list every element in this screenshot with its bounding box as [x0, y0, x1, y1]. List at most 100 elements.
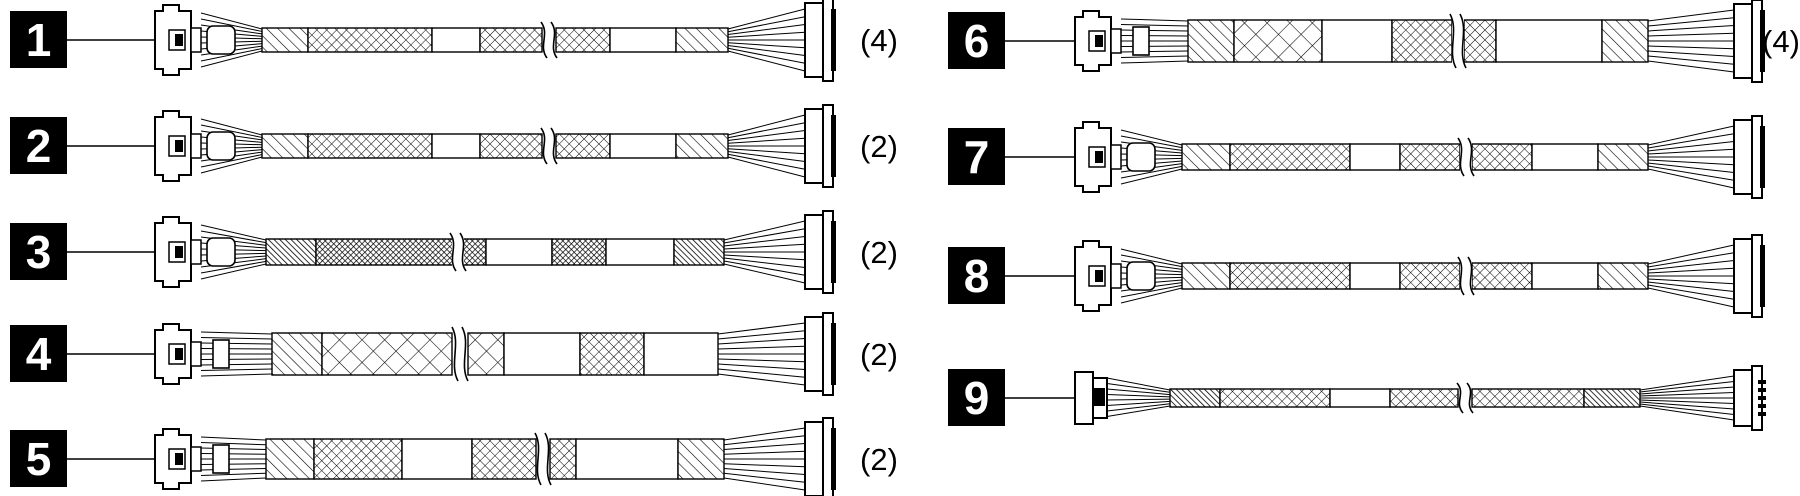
sleeve-segment-5	[1463, 19, 1497, 63]
callout-box	[10, 11, 67, 68]
quantity-label: (2)	[860, 235, 898, 270]
sleeve-segment-2	[321, 332, 453, 376]
sleeve-segment-6	[609, 27, 677, 53]
sleeve-segment-6	[605, 238, 675, 266]
sleeve-segment-3	[1349, 143, 1401, 171]
callout-number: 6	[964, 15, 990, 67]
cable-sleeve	[265, 438, 725, 480]
callout-number: 1	[26, 14, 52, 66]
break-mark	[1457, 256, 1475, 296]
sleeve-segment-5	[1471, 388, 1585, 408]
cable-3: 3 (2)	[10, 210, 898, 294]
break-mark	[1457, 137, 1475, 177]
left-connector	[1074, 371, 1171, 425]
sleeve-segment-3	[431, 133, 481, 159]
cable-sleeve	[271, 332, 719, 376]
right-connector	[1647, 0, 1765, 83]
callout-number: 7	[964, 131, 990, 183]
sleeve-segment-4	[1391, 19, 1453, 63]
sleeve-segment-4	[1399, 143, 1461, 171]
callout-box	[948, 369, 1005, 426]
quantity-label: (4)	[860, 23, 898, 58]
right-connector	[717, 312, 836, 396]
sleeve-segment-3	[461, 238, 487, 266]
left-connector	[154, 4, 263, 76]
sleeve-segment-1	[265, 238, 317, 266]
sleeve-segment-2	[1229, 262, 1351, 290]
quantity-label: (2)	[860, 129, 898, 164]
callout-number: 5	[26, 433, 52, 485]
break-mark	[451, 326, 469, 382]
sleeve-segment-1	[1181, 262, 1231, 290]
sleeve-segment-2	[1233, 19, 1323, 63]
callout-box	[10, 223, 67, 280]
callout-box	[948, 12, 1005, 69]
cable-sleeve	[265, 238, 725, 266]
sleeve-segment-5	[1471, 143, 1533, 171]
cable-sleeve	[1181, 143, 1649, 171]
sleeve-segment-4	[1389, 388, 1459, 408]
sleeve-segment-4	[485, 238, 553, 266]
sleeve-segment-4	[1399, 262, 1461, 290]
right-connector	[1647, 115, 1765, 199]
break-mark	[540, 127, 558, 165]
right-connector	[1647, 234, 1765, 318]
sleeve-segment-6	[1583, 388, 1641, 408]
callout-number: 3	[26, 226, 52, 278]
quantity-label: (2)	[860, 337, 898, 372]
sleeve-segment-2	[307, 27, 433, 53]
break-mark	[1456, 382, 1474, 414]
sleeve-segment-4	[503, 332, 581, 376]
sleeve-segment-5	[1471, 262, 1533, 290]
right-connector	[1639, 365, 1766, 431]
right-connector	[727, 104, 836, 188]
sleeve-segment-3	[1329, 388, 1391, 408]
left-connector	[1074, 240, 1183, 312]
sleeve-segment-7	[673, 238, 725, 266]
sleeve-segment-4	[479, 133, 543, 159]
sleeve-segment-7	[1601, 19, 1649, 63]
sleeve-segment-3	[1321, 19, 1393, 63]
cable-sleeve	[261, 133, 729, 159]
callout-box	[948, 128, 1005, 185]
left-connector	[1074, 121, 1183, 193]
sleeve-segment-2	[315, 238, 455, 266]
sleeve-segment-6	[609, 133, 677, 159]
cable-sleeve	[1187, 19, 1649, 63]
callout-box	[10, 117, 67, 174]
quantity-label: (2)	[860, 442, 898, 477]
break-mark	[540, 21, 558, 59]
sleeve-segment-7	[675, 133, 729, 159]
cable-5: 5 (2)	[10, 417, 898, 496]
sleeve-segment-5	[551, 238, 607, 266]
sleeve-segment-1	[1169, 388, 1221, 408]
sleeve-segment-5	[549, 438, 577, 480]
sleeve-segment-1	[265, 438, 315, 480]
cable-1: 1 (4)	[10, 0, 898, 82]
sleeve-segment-5	[579, 332, 645, 376]
left-connector	[154, 110, 263, 182]
sleeve-segment-1	[1181, 143, 1231, 171]
sleeve-segment-4	[471, 438, 537, 480]
callout-box	[10, 325, 67, 382]
cable-6: 6(4)	[948, 0, 1800, 83]
cable-sleeve	[1181, 262, 1649, 290]
cable-sleeve	[261, 27, 729, 53]
right-connector	[723, 417, 836, 496]
sleeve-segment-3	[1349, 262, 1401, 290]
callout-number: 4	[26, 328, 52, 380]
callout-number: 2	[26, 120, 52, 172]
break-mark	[534, 432, 552, 486]
sleeve-segment-5	[555, 133, 611, 159]
sleeve-segment-4	[479, 27, 543, 53]
callout-box	[948, 247, 1005, 304]
sleeve-segment-5	[555, 27, 611, 53]
sleeve-segment-7	[1597, 262, 1649, 290]
callout-number: 9	[964, 372, 990, 424]
sleeve-segment-6	[1531, 143, 1599, 171]
sleeve-segment-1	[271, 332, 323, 376]
break-mark	[449, 232, 467, 272]
sleeve-segment-2	[313, 438, 403, 480]
sleeve-segment-1	[261, 27, 309, 53]
